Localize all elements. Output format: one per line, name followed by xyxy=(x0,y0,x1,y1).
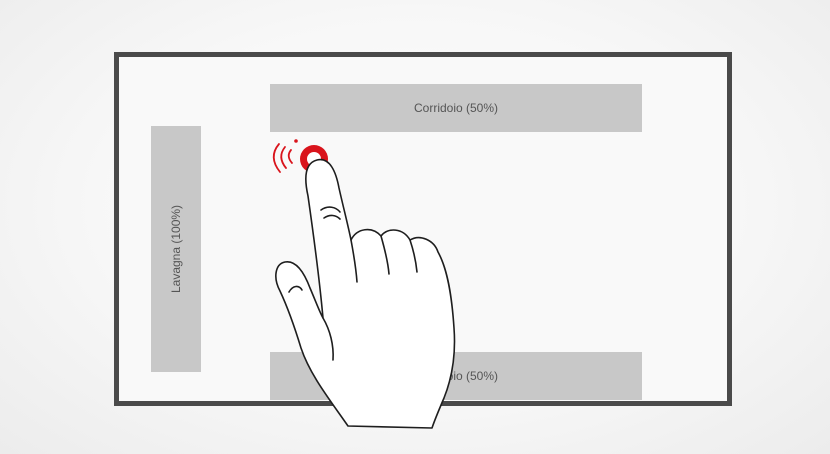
signal-waves-icon xyxy=(274,139,298,172)
pointing-hand-icon xyxy=(276,160,455,428)
